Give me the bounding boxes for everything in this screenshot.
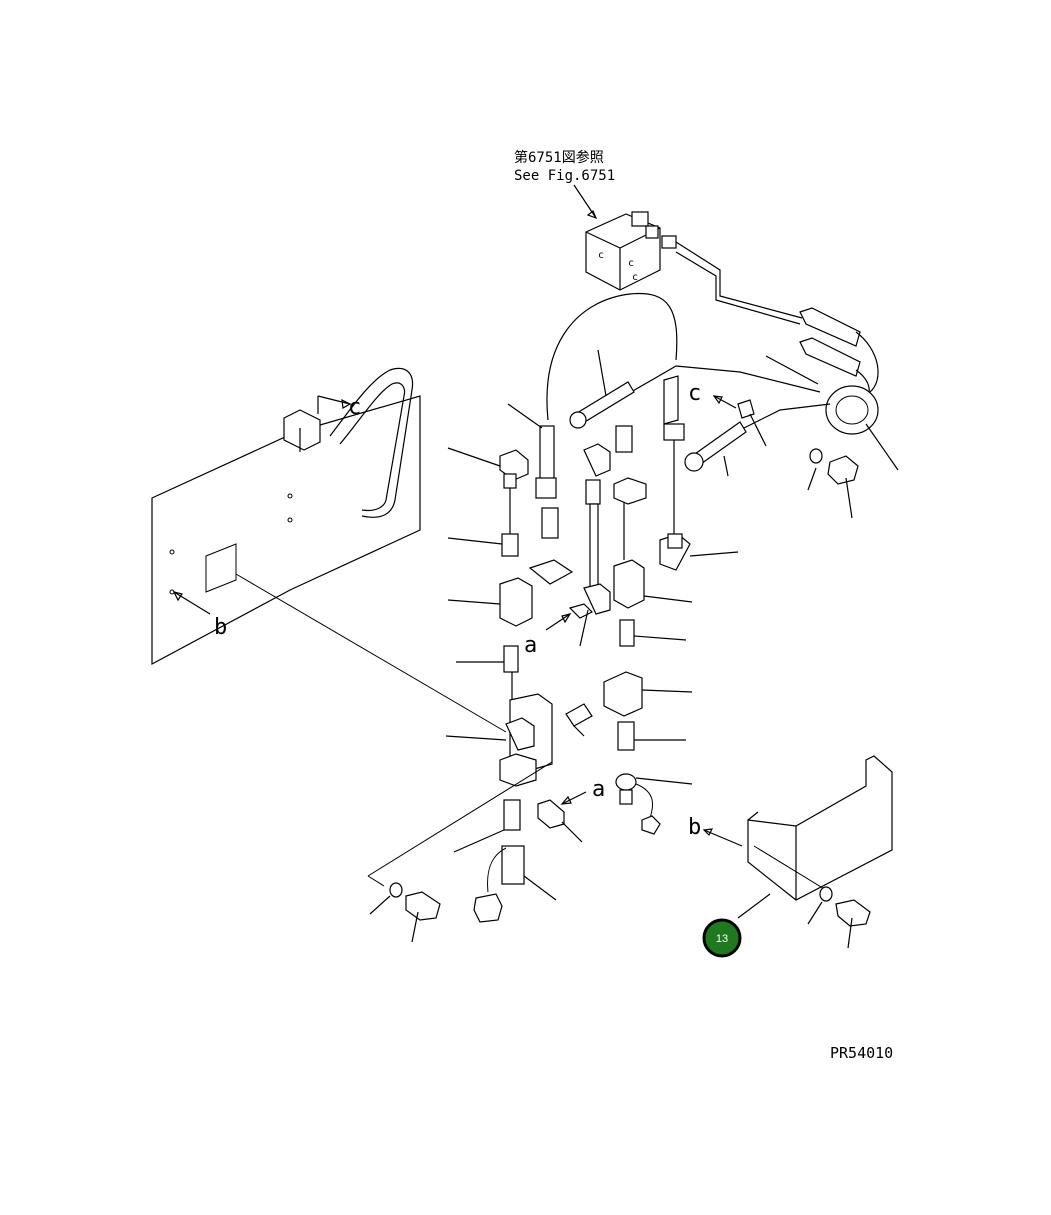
breather-fitting bbox=[615, 773, 637, 805]
svg-text:c: c bbox=[632, 272, 638, 283]
nipple-fitting bbox=[503, 645, 519, 673]
drawing-code: PR54010 bbox=[830, 1044, 893, 1062]
bolt bbox=[827, 455, 859, 519]
valve-block: c c c bbox=[585, 211, 677, 291]
elbow-fitting-left bbox=[499, 449, 529, 489]
nipple-lower bbox=[503, 799, 521, 831]
check-valve bbox=[613, 559, 645, 609]
elbow-fitting-right bbox=[659, 533, 691, 571]
elbow-fitting bbox=[825, 385, 879, 435]
adapter-fitting bbox=[501, 533, 519, 557]
tee-fitting bbox=[499, 559, 574, 627]
reference-note-en: See Fig.6751 bbox=[514, 168, 615, 184]
callout-circle[interactable] bbox=[702, 918, 742, 958]
view-label-a-lower: a bbox=[592, 777, 605, 802]
pipe bbox=[583, 479, 611, 615]
bent-tube bbox=[329, 367, 414, 518]
tee-fitting-right bbox=[613, 477, 647, 505]
hose-fitting bbox=[799, 307, 861, 377]
bolt-lower-right bbox=[835, 899, 871, 949]
coupling bbox=[501, 845, 525, 885]
view-label-a-upper: a bbox=[524, 633, 537, 658]
reference-note-jp: 第6751図参照 bbox=[514, 149, 604, 166]
bolt-lower-left bbox=[405, 891, 441, 943]
view-label-b-right: b bbox=[688, 815, 701, 840]
view-label-c-left: c bbox=[348, 395, 361, 420]
elbow-fitting-centre bbox=[583, 425, 633, 477]
cap bbox=[473, 893, 503, 923]
callout-badge[interactable]: 13 bbox=[702, 918, 742, 958]
straight-fitting bbox=[535, 425, 557, 499]
tee-fitting-lower bbox=[603, 671, 643, 717]
svg-text:c: c bbox=[598, 250, 604, 261]
reference-arrow bbox=[573, 184, 597, 219]
hose-upper-right bbox=[675, 241, 803, 319]
view-label-b-left: b bbox=[214, 615, 227, 640]
nipple-fitting-2 bbox=[541, 507, 559, 539]
plug bbox=[537, 799, 565, 829]
view-label-c-right: c bbox=[688, 381, 701, 406]
long-hose bbox=[546, 292, 678, 421]
svg-text:c: c bbox=[628, 258, 634, 269]
washer bbox=[809, 448, 823, 464]
callout-number: 13 bbox=[716, 933, 728, 945]
cover-plate bbox=[747, 755, 893, 901]
leader-line bbox=[235, 573, 507, 733]
manifold-block bbox=[499, 693, 553, 787]
